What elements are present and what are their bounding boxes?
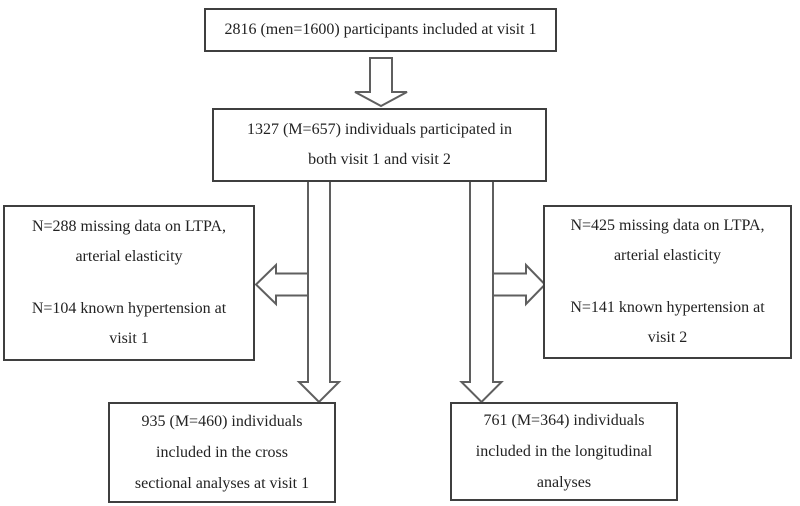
box-text-line: N=104 known hypertension at bbox=[31, 300, 227, 317]
excluded-missing-data-paragraph: N=288 missing data on LTPA, arterial ela… bbox=[32, 212, 226, 272]
arrow-down-visit1-to-both-icon bbox=[354, 57, 408, 108]
box-text-line: analyses bbox=[536, 474, 592, 491]
excluded-hypertension-paragraph: N=104 known hypertension at visit 1 bbox=[32, 294, 226, 354]
box-text-line: arterial elasticity bbox=[75, 248, 183, 265]
box-text-line: included in the cross bbox=[156, 444, 288, 461]
arrow-right-to-excluded-icon bbox=[493, 262, 547, 307]
box-participants-visit1: 2816 (men=1600) participants included at… bbox=[204, 8, 557, 52]
box-excluded-visit1: N=288 missing data on LTPA, arterial ela… bbox=[3, 205, 255, 361]
box-participants-both-visits: 1327 (M=657) individuals participated in… bbox=[212, 108, 547, 182]
box-longitudinal-analyses: 761 (M=364) individuals included in the … bbox=[450, 402, 678, 501]
box-text-line: both visit 1 and visit 2 bbox=[308, 151, 451, 168]
box-text-line: N=425 missing data on LTPA, bbox=[570, 217, 765, 234]
box-text-line: 1327 (M=657) individuals participated in bbox=[247, 121, 512, 138]
excluded-hypertension-paragraph: N=141 known hypertension at visit 2 bbox=[570, 293, 764, 353]
excluded-missing-data-paragraph: N=425 missing data on LTPA, arterial ela… bbox=[570, 211, 764, 271]
box-text-line: N=288 missing data on LTPA, bbox=[31, 218, 227, 235]
box-text-line: visit 1 bbox=[109, 330, 149, 347]
box-text-line: sectional analyses at visit 1 bbox=[134, 475, 310, 492]
box-excluded-visit2: N=425 missing data on LTPA, arterial ela… bbox=[543, 205, 792, 359]
box-text-line: 2816 (men=1600) participants included at… bbox=[224, 21, 537, 38]
box-cross-sectional-analyses: 935 (M=460) individuals included in the … bbox=[108, 402, 336, 503]
box-text-line: N=141 known hypertension at bbox=[570, 299, 765, 316]
box-text-line: visit 2 bbox=[647, 329, 688, 346]
arrow-left-to-excluded-icon bbox=[254, 262, 308, 307]
box-text-line: 761 (M=364) individuals bbox=[483, 412, 645, 429]
box-text-line: 935 (M=460) individuals bbox=[141, 413, 303, 430]
box-text-line: arterial elasticity bbox=[613, 247, 722, 264]
box-text-line: included in the longitudinal bbox=[475, 443, 653, 460]
